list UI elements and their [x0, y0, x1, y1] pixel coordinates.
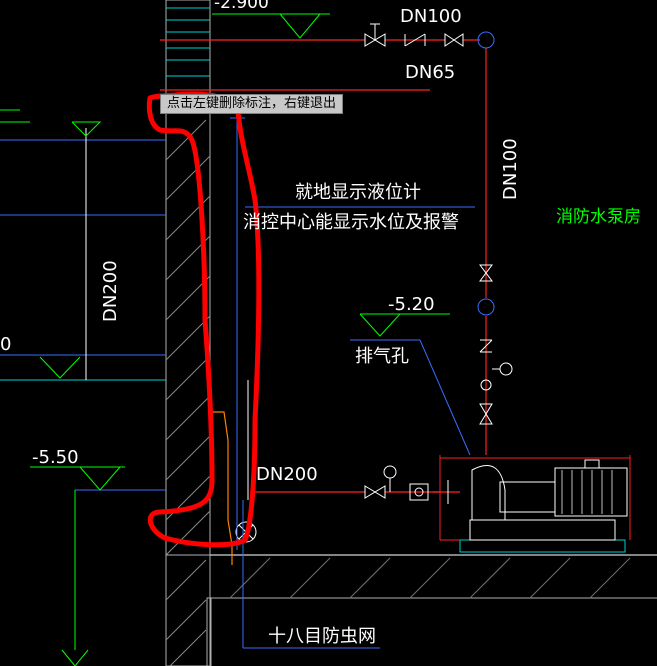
fire-pump [439, 455, 631, 553]
valves [235, 23, 513, 543]
command-tooltip: 点击左键删除标注，右键退出 [160, 94, 344, 114]
left-elevation-partial-label: 0 [0, 334, 11, 355]
fire-pipes [160, 39, 487, 493]
dn65-label: DN65 [405, 62, 455, 83]
level-note-2: 消控中心能显示水位及报警 [243, 212, 459, 233]
leader-lines [230, 105, 471, 649]
vent-hole-label: 排气孔 [355, 346, 409, 367]
wall-ladder-marks [166, 7, 210, 77]
dn200-horizontal-label: DN200 [256, 464, 318, 485]
red-markup-scribble [146, 91, 262, 548]
dn200-vertical-label: DN200 [100, 260, 121, 322]
pump-room-label: 消防水泵房 [556, 207, 641, 227]
dn100-top-label: DN100 [400, 6, 462, 27]
elevation-markers [30, 13, 450, 666]
elevation-top-label: -2.900 [214, 0, 269, 13]
level-note-1: 就地显示液位计 [295, 182, 421, 203]
elevation-520-label: -5.20 [388, 294, 435, 315]
insect-screen-label: 十八目防虫网 [268, 626, 376, 647]
elevation-550-label: -5.50 [32, 447, 79, 468]
reference-lines [0, 109, 475, 491]
labels: -2.900 DN100 DN65 DN100 消防水泵房 就地显示液位计 消控… [0, 0, 641, 647]
dn100-vertical-label: DN100 [500, 138, 521, 200]
level-gauge [212, 411, 233, 565]
wall-hatching [165, 119, 211, 556]
floor-slab [165, 554, 657, 666]
